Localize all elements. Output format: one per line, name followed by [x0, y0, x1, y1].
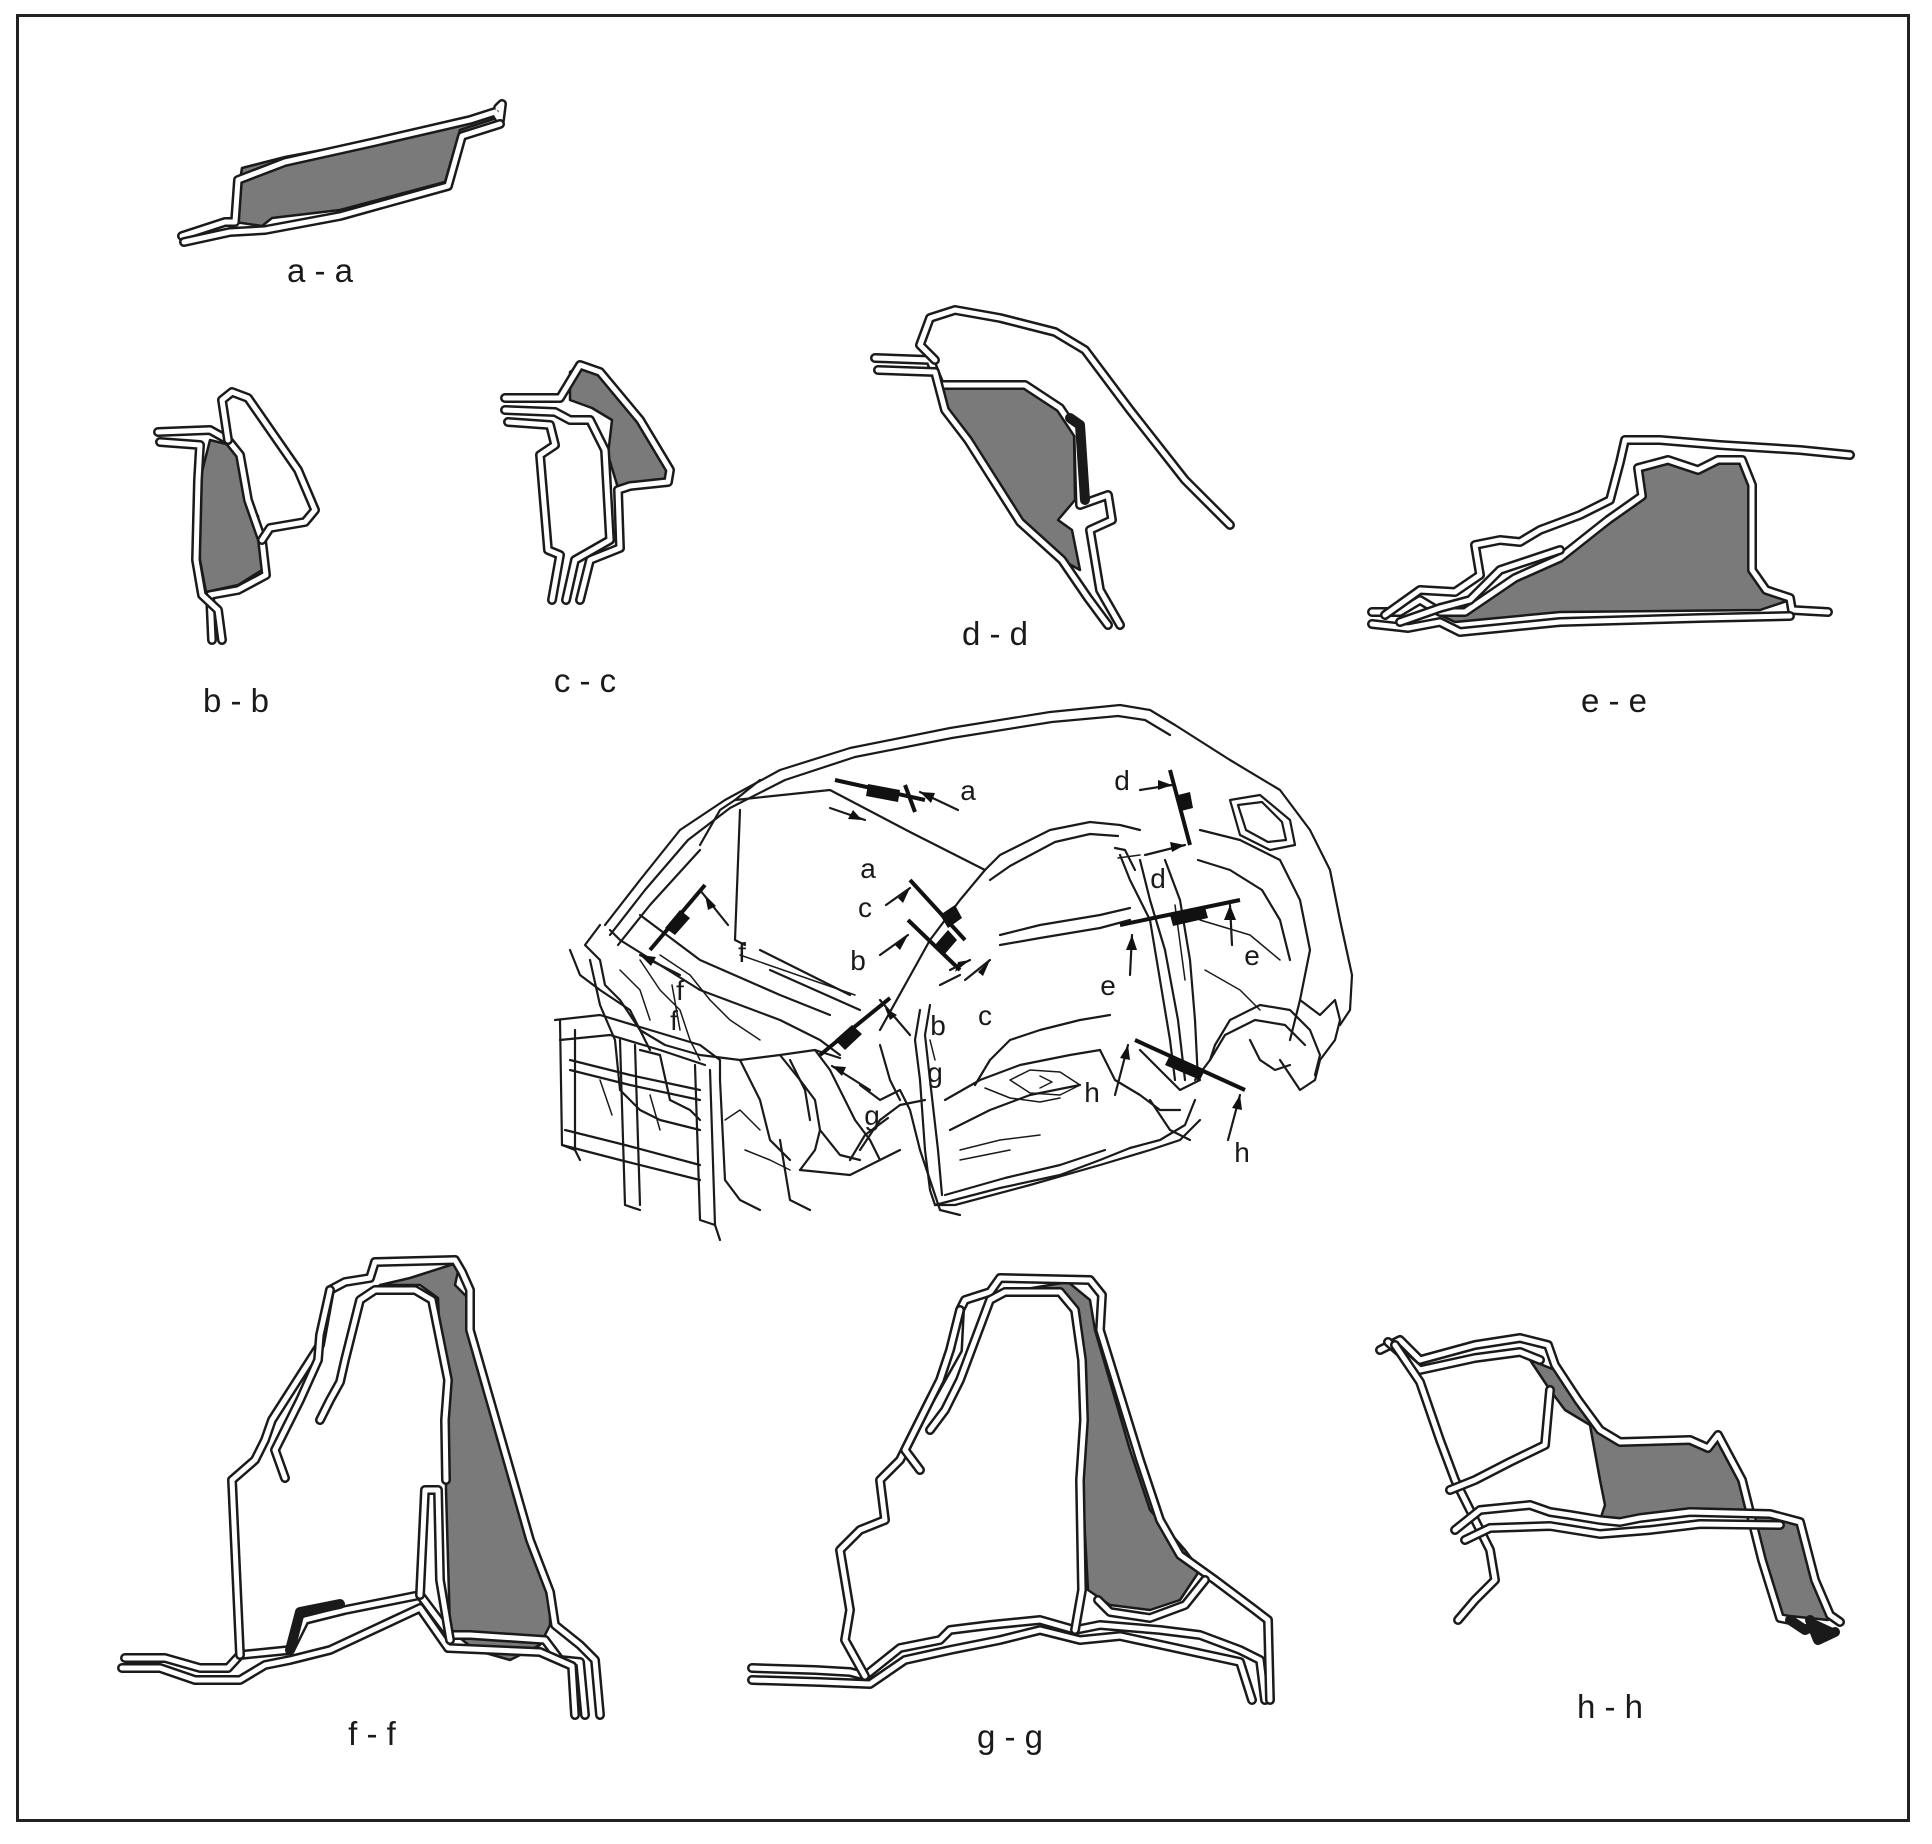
car-label-a-lower: a [860, 853, 876, 884]
section-f-f: f - f [117, 1255, 605, 1752]
cut-marker-a [828, 778, 960, 822]
car-label-d-lower: d [1150, 863, 1166, 894]
section-c-c: c - c [500, 360, 675, 699]
car-label-e-left: e [1100, 970, 1116, 1001]
cut-marker-b [878, 905, 992, 987]
car-label-c-lower: c [978, 1000, 992, 1031]
section-h-h: h - h [1375, 1333, 1845, 1725]
cut-marker-h [1113, 1038, 1246, 1142]
caption-a-a: a - a [287, 252, 354, 289]
caption-e-e: e - e [1581, 682, 1647, 719]
caption-f-f: f - f [348, 1715, 396, 1752]
car-label-f-mid: f [676, 975, 684, 1006]
caption-h-h: h - h [1577, 1688, 1643, 1725]
car-body-illustration: a a c b f f f b c g g d d e e h h [553, 703, 1354, 1242]
cut-marker-c [884, 878, 967, 942]
caption-b-b: b - b [203, 682, 269, 719]
cut-marker-f [638, 883, 856, 1031]
car-label-b-lower: b [930, 1010, 946, 1041]
car-label-c: c [858, 892, 872, 923]
section-d-d: d - d [870, 305, 1235, 652]
car-label-d-upper: d [1114, 765, 1130, 796]
car-label-f-lower: f [670, 1005, 678, 1036]
diagram-frame [16, 14, 1910, 1822]
caption-g-g: g - g [977, 1718, 1043, 1755]
car-label-e-right: e [1244, 940, 1260, 971]
cut-marker-e [1119, 898, 1241, 977]
car-label-h-right: h [1234, 1137, 1250, 1168]
car-label-f-upper: f [738, 937, 746, 968]
car-label-g-lower: g [864, 1100, 880, 1131]
section-b-b: b - b [153, 387, 320, 719]
car-label-a-upper: a [960, 775, 976, 806]
cut-marker-g [818, 996, 936, 1092]
section-g-g: g - g [747, 1273, 1275, 1755]
section-e-e: e - e [1367, 435, 1855, 719]
caption-c-c: c - c [554, 662, 616, 699]
section-a-a: a - a [177, 99, 507, 289]
car-label-g-upper: g [927, 1057, 943, 1088]
cut-marker-d [1138, 769, 1193, 857]
caption-d-d: d - d [962, 615, 1028, 652]
car-label-h-left: h [1084, 1077, 1100, 1108]
car-label-b: b [850, 945, 866, 976]
